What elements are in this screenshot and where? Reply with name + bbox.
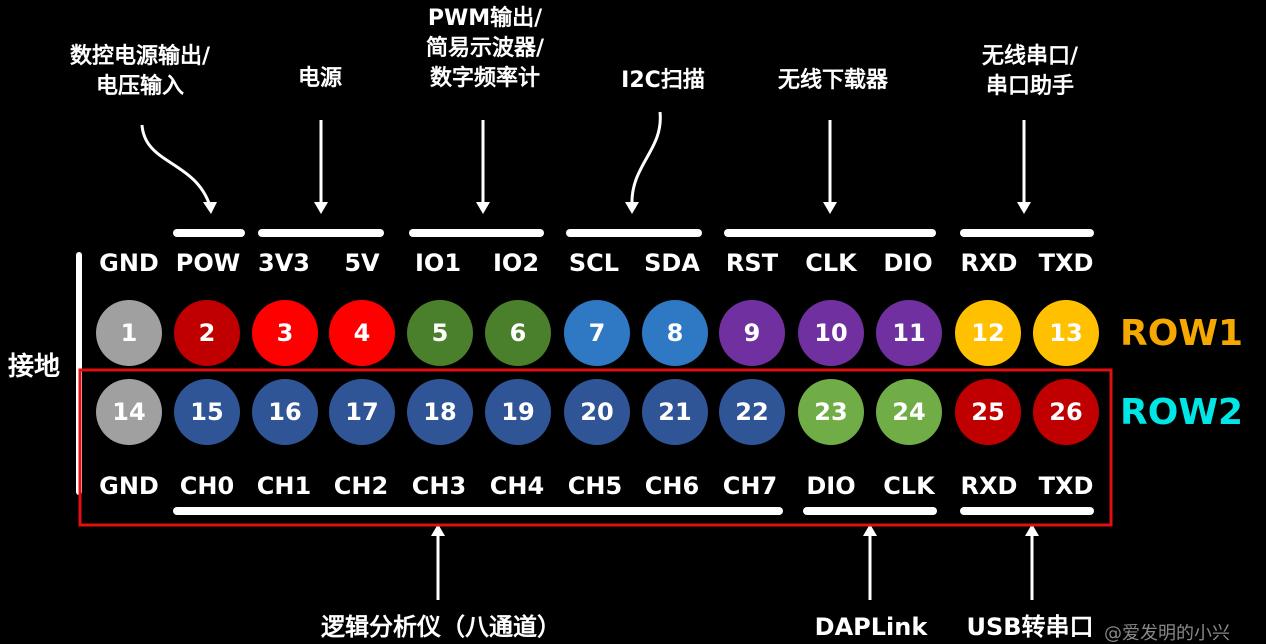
arrowhead-usb [1025, 524, 1039, 536]
pin-22: 22 [719, 379, 785, 445]
pin-15: 15 [174, 379, 240, 445]
pin-12: 12 [955, 300, 1021, 366]
pin-11: 11 [876, 300, 942, 366]
row2-label: CH5 [567, 472, 623, 500]
row2-label: CH3 [411, 472, 467, 500]
bar-i2c [566, 229, 702, 237]
row1-label: RST [725, 249, 779, 277]
arrowhead-downloader [823, 202, 837, 214]
bar-usb [960, 507, 1094, 515]
row1-label: DIO [883, 249, 933, 277]
label-downloader-function: 无线下载器 [777, 68, 889, 93]
bar-daplink [803, 507, 937, 515]
watermark: @爱发明的小兴 [1104, 624, 1230, 644]
row2-label: CH6 [644, 472, 700, 500]
arrowhead-i2c [625, 202, 639, 214]
pin-23: 23 [798, 379, 864, 445]
bar-downloader [724, 229, 936, 237]
row1-label: IO2 [492, 249, 540, 277]
pin-2: 2 [174, 300, 240, 366]
row1-label: 5V [344, 249, 380, 277]
row2-label: CH7 [722, 472, 778, 500]
arrowhead-pow [203, 202, 217, 214]
label-pwm-function: PWM输出/简易示波器/数字频率计 [425, 6, 545, 91]
row2-label: CH2 [333, 472, 389, 500]
arrowhead-logic [431, 524, 445, 536]
row1-label: RXD [960, 249, 1018, 277]
label-logic-analyzer: 逻辑分析仪（八通道） [321, 613, 561, 641]
bar-uart [960, 229, 1094, 237]
pin-3: 3 [252, 300, 318, 366]
pin-6: 6 [485, 300, 551, 366]
row2-label: CH4 [489, 472, 545, 500]
row1-label: SDA [644, 249, 700, 277]
row2-label: GND [99, 472, 159, 500]
bar-logic [173, 507, 783, 515]
label-daplink: DAPLink [814, 613, 928, 641]
pin-1: 1 [96, 300, 162, 366]
pin-13: 13 [1033, 300, 1099, 366]
row2-label: CLK [883, 472, 935, 500]
row2-label: DIO [806, 472, 856, 500]
arrowhead-uart [1017, 202, 1031, 214]
row1-name: ROW1 [1120, 313, 1244, 354]
pin-26: 26 [1033, 379, 1099, 445]
row2-label: CH0 [179, 472, 235, 500]
row1-label: GND [99, 249, 159, 277]
pin-19: 19 [485, 379, 551, 445]
pin-7: 7 [564, 300, 630, 366]
pin-10: 10 [798, 300, 864, 366]
row1-label: 3V3 [258, 249, 310, 277]
row2-label: RXD [960, 472, 1018, 500]
row1-label: POW [175, 249, 241, 277]
label-uart-function: 无线串口/串口助手 [981, 44, 1079, 99]
row2-label: TXD [1038, 472, 1094, 500]
bar-power [258, 229, 384, 237]
arrowhead-pwm [476, 202, 490, 214]
pin-17: 17 [329, 379, 395, 445]
bar-pow [173, 229, 245, 237]
label-usb-serial: USB转串口 [966, 613, 1094, 641]
pin-14: 14 [96, 379, 162, 445]
row1-label: SCL [568, 249, 620, 277]
pin-21: 21 [642, 379, 708, 445]
arrowhead-daplink [863, 524, 877, 536]
ground-label: 接地 [8, 352, 61, 382]
arrow-i2c [630, 111, 662, 207]
row2-name: ROW2 [1120, 392, 1244, 433]
pin-25: 25 [955, 379, 1021, 445]
pin-20: 20 [564, 379, 630, 445]
row2-frame [78, 368, 1113, 527]
arrowhead-power [314, 202, 328, 214]
pin-8: 8 [642, 300, 708, 366]
pin-24: 24 [876, 379, 942, 445]
bar-pwm [409, 229, 544, 237]
pin-16: 16 [252, 379, 318, 445]
label-pow-function: 数控电源输出/电压输入 [69, 44, 211, 99]
row2-label: CH1 [256, 472, 312, 500]
pin-5: 5 [407, 300, 473, 366]
pin-4: 4 [329, 300, 395, 366]
label-power-function: 电源 [297, 66, 343, 91]
label-i2c-function: I2C扫描 [621, 68, 705, 93]
pin-18: 18 [407, 379, 473, 445]
row1-label: TXD [1038, 249, 1094, 277]
row1-label: IO1 [414, 249, 462, 277]
row1-label: CLK [805, 249, 857, 277]
pin-9: 9 [719, 300, 785, 366]
arrow-pow [140, 124, 212, 207]
